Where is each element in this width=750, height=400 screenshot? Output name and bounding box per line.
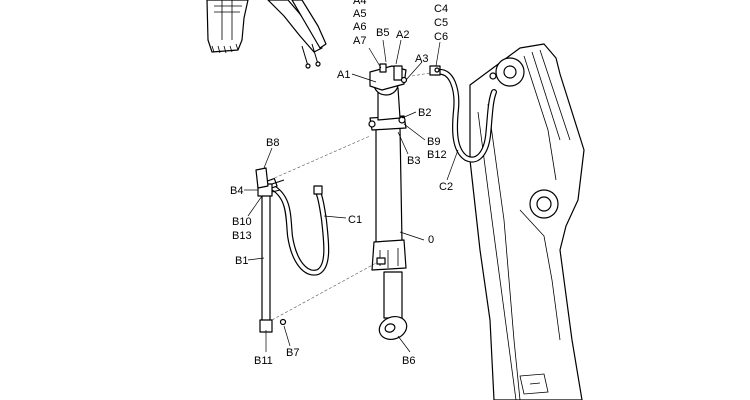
label-c6: C6 [434, 31, 448, 43]
hose-c2 [429, 65, 497, 163]
boom-drawing [469, 43, 585, 400]
label-b10: B10 [232, 216, 252, 228]
alignment-line [271, 261, 379, 321]
label-0: 0 [428, 234, 434, 246]
label-c4: C4 [434, 3, 448, 15]
label-b11: B11 [254, 355, 273, 367]
bucket-linkage-drawing [206, 0, 327, 69]
callout-labels: A4 A5 A6 A7 C4 C5 C6 B5 A2 A3 A1 B2 B9 B… [230, 0, 453, 367]
pipe-b1 [255, 167, 287, 333]
label-c1: C1 [348, 214, 362, 226]
label-c2: C2 [439, 181, 453, 193]
label-b7: B7 [286, 347, 299, 359]
label-b4: B4 [230, 185, 243, 197]
hydraulic-cylinder [368, 63, 408, 340]
label-a4: A4 [353, 0, 366, 7]
label-b9: B9 [427, 136, 440, 148]
label-b2: B2 [418, 107, 431, 119]
label-a5: A5 [353, 8, 366, 20]
leader-lines [244, 39, 459, 353]
label-a3: A3 [415, 53, 428, 65]
label-a2: A2 [396, 29, 409, 41]
label-b6: B6 [402, 355, 415, 367]
label-b5: B5 [376, 27, 389, 39]
hose-c1 [264, 177, 330, 276]
label-b12: B12 [427, 149, 447, 161]
label-b8: B8 [266, 137, 279, 149]
label-b1: B1 [235, 255, 248, 267]
label-a1: A1 [337, 69, 350, 81]
label-a6: A6 [353, 21, 366, 33]
label-b3: B3 [407, 155, 420, 167]
label-a7: A7 [353, 35, 366, 47]
label-c5: C5 [434, 17, 448, 29]
label-b13: B13 [232, 230, 252, 242]
alignment-line [269, 135, 371, 181]
